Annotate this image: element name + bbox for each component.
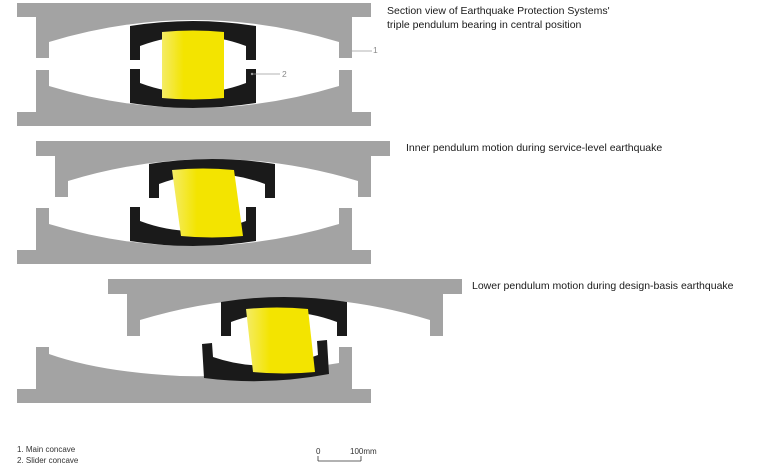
top-plate-main-concave — [36, 141, 390, 197]
bottom-plate-main-concave — [17, 208, 371, 264]
lower-slider-concave — [130, 69, 256, 108]
caption-lower-pendulum: Lower pendulum motion during design-basi… — [472, 279, 772, 293]
top-plate-main-concave — [17, 3, 371, 58]
scale-bar — [317, 456, 362, 462]
scale-label-start: 0 — [316, 447, 321, 456]
callout-slider-concave: 2 — [282, 69, 287, 79]
caption-lower-text: Lower pendulum motion during design-basi… — [472, 280, 734, 292]
bearing-inner-motion — [17, 141, 390, 264]
inner-slider — [246, 307, 315, 374]
callout-2-dot — [250, 72, 254, 76]
caption-central-position: Section view of Earthquake Protection Sy… — [387, 4, 647, 32]
caption-central-line2: triple pendulum bearing in central posit… — [387, 19, 582, 31]
inner-slider — [172, 168, 243, 238]
callout-main-concave: 1 — [373, 45, 378, 55]
legend-item-slider-concave: 2. Slider concave — [17, 456, 79, 465]
bearing-lower-motion — [17, 279, 462, 403]
legend-item-main-concave: 1. Main concave — [17, 445, 76, 454]
upper-slider-concave — [149, 159, 275, 198]
top-plate-main-concave — [108, 279, 462, 336]
legend: 1. Main concave 2. Slider concave — [17, 444, 78, 466]
caption-inner-text: Inner pendulum motion during service-lev… — [406, 142, 663, 154]
bearing-central-position — [17, 3, 371, 126]
bottom-plate-main-concave — [17, 70, 371, 126]
scale-label-end: 100mm — [350, 447, 377, 456]
inner-slider — [162, 30, 224, 100]
upper-slider-concave — [130, 21, 256, 60]
bottom-plate-main-concave — [17, 347, 371, 403]
upper-slider-concave — [221, 297, 347, 336]
caption-inner-pendulum: Inner pendulum motion during service-lev… — [406, 141, 706, 155]
caption-central-line1: Section view of Earthquake Protection Sy… — [387, 5, 610, 17]
